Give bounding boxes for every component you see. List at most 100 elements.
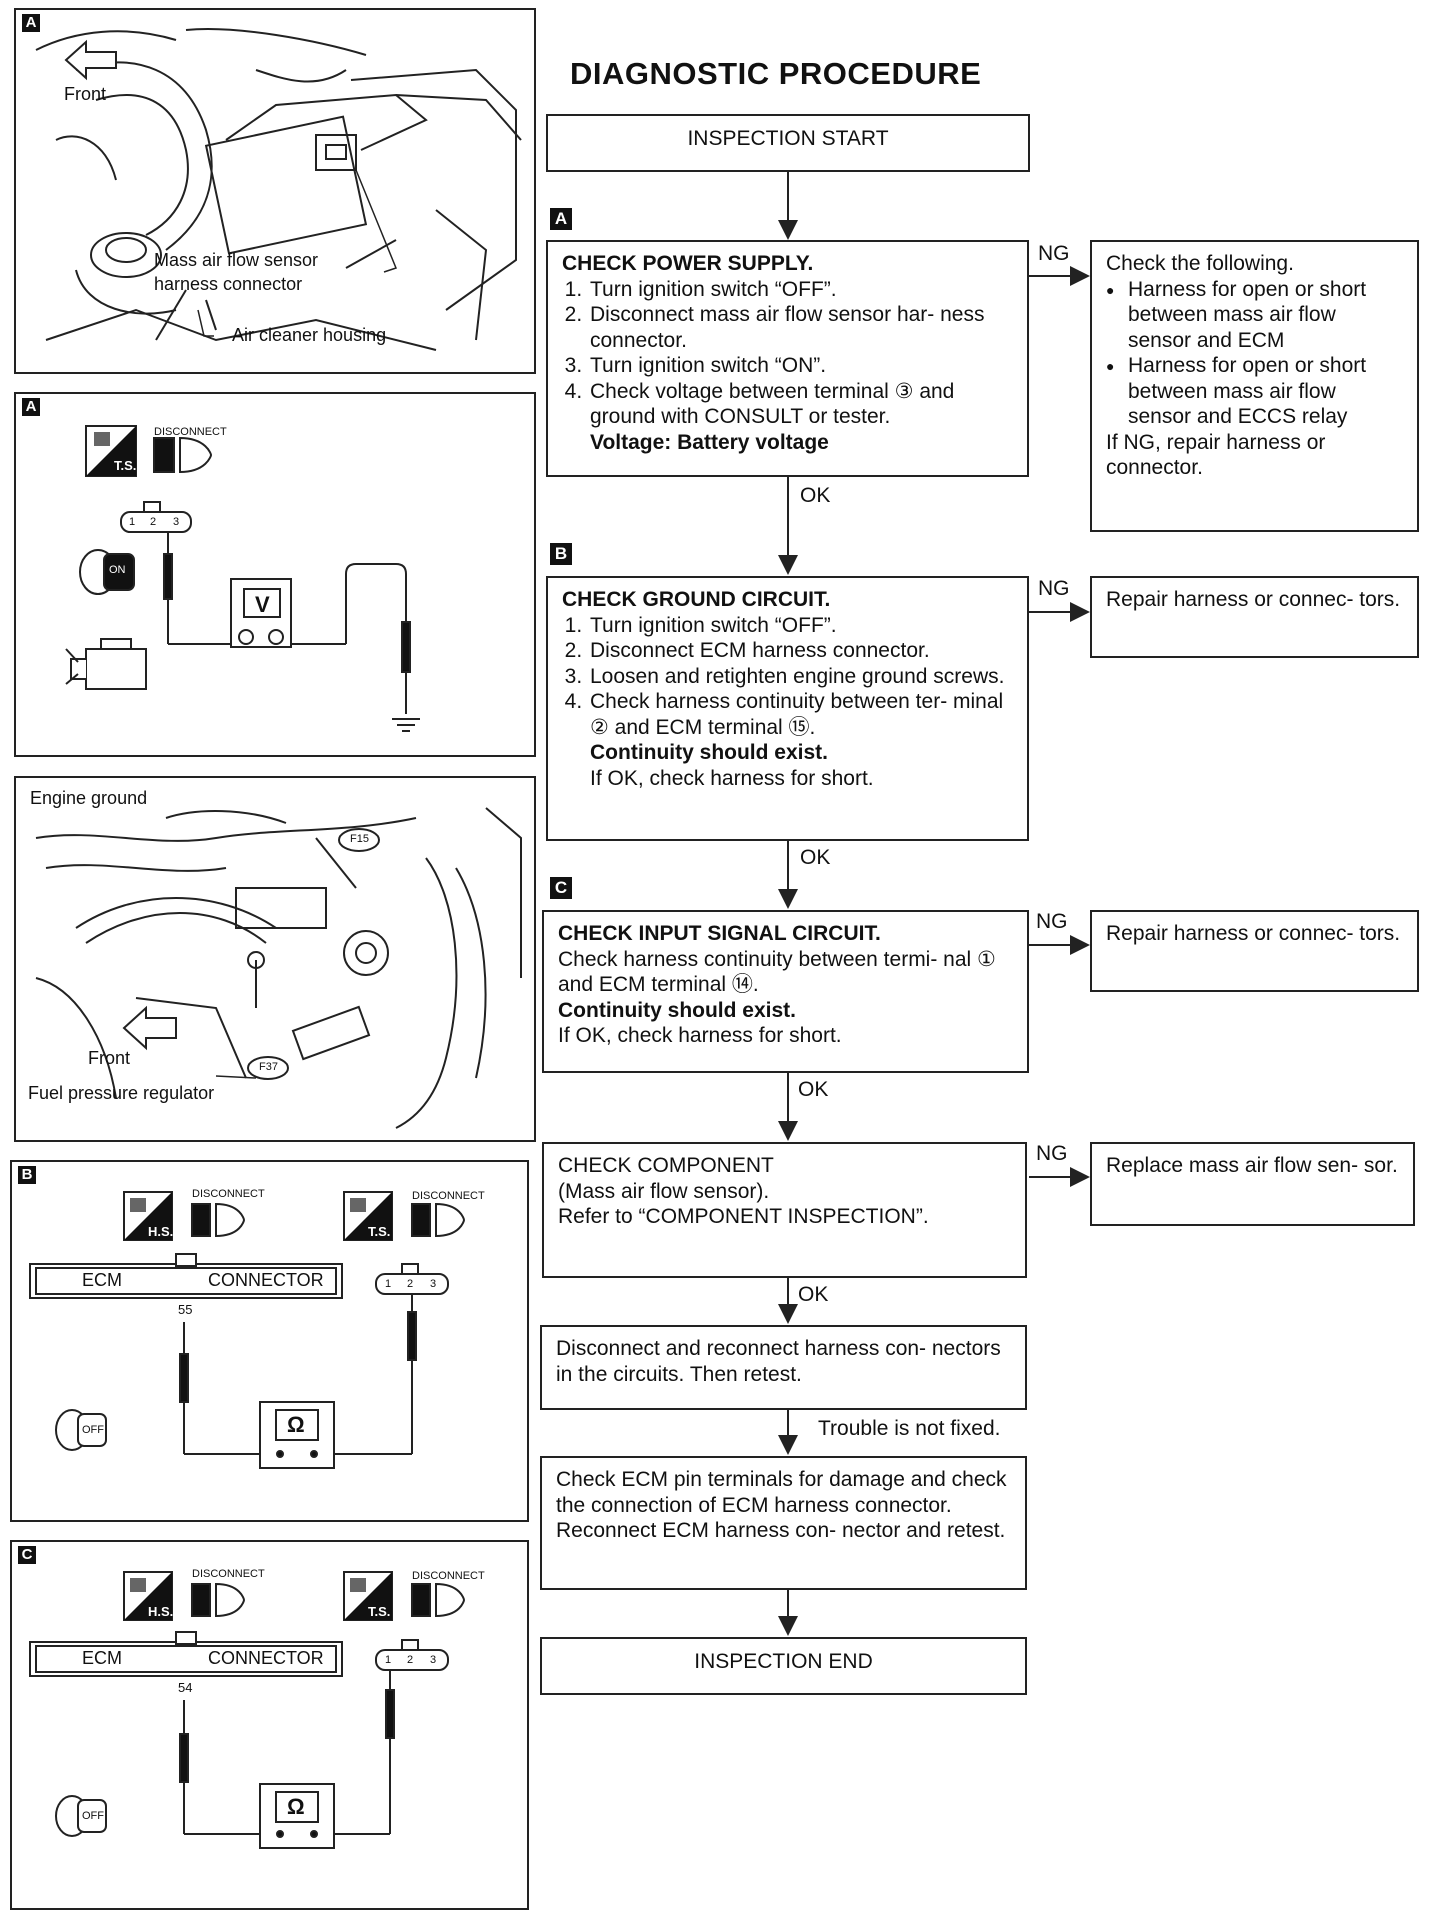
step-c-ng-label: NG [1036,910,1068,933]
list-item: Check harness continuity between ter- mi… [588,689,1013,791]
list-item: Turn ignition switch “OFF”. [588,613,1013,639]
meter-label: Ω [287,1794,305,1819]
step-b-heading: CHECK GROUND CIRCUIT. [562,588,831,611]
ecm-label: ECM [82,1648,122,1668]
disconnect-icon [191,1582,246,1618]
front-label: Front [64,84,107,104]
air-cleaner-label: Air cleaner housing [232,325,387,345]
panel-signal-check: C DISCONNECT DISCONNECT H.S. T.S. ECM CO… [10,1540,529,1910]
harness-connector-label: harness connector [154,274,303,294]
connector-pins [120,501,192,533]
connector-label: CONNECTOR [208,1270,324,1290]
step-d-line1: CHECK COMPONENT [558,1154,774,1177]
ignition-key-on-icon [79,549,135,595]
inspection-end-box: INSPECTION END [540,1637,1027,1695]
step-c-ng-box: Repair harness or connec- tors. [1090,910,1419,992]
wiring [179,1670,395,1835]
hs-label: H.S. [148,1224,174,1239]
f15-label: F15 [350,833,369,845]
panel-voltage-check: A DISCONNECT T.S. 1 2 3 ON V [14,392,536,757]
panel-tag: A [22,398,40,416]
list-item: Loosen and retighten engine ground screw… [588,664,1013,690]
pin-3: 3 [173,516,180,528]
ground-check-diagram [29,1191,466,1469]
step-c-box: CHECK INPUT SIGNAL CIRCUIT. Check harnes… [542,910,1029,1073]
connector-label: CONNECTOR [208,1648,324,1668]
wiring [163,532,420,732]
step-e-box: Disconnect and reconnect harness con- ne… [540,1325,1027,1410]
ts-label: T.S. [368,1604,391,1619]
page-title: DIAGNOSTIC PROCEDURE [570,56,982,91]
ts-icon [343,1191,393,1241]
step-a-ng-box: Check the following. Harness for open or… [1090,240,1419,532]
step-a-ng-label: NG [1038,242,1070,265]
step-a-box: CHECK POWER SUPPLY. Turn ignition switch… [546,240,1029,477]
hs-icon [123,1191,173,1241]
step-c-ok-label: OK [798,1078,829,1101]
pin-1: 1 [129,516,136,528]
list-item: Turn ignition switch “ON”. [588,353,1013,379]
pin-2: 2 [150,516,157,528]
step-d-line2: (Mass air flow sensor). [558,1179,770,1203]
list-item: Harness for open or short between mass a… [1106,277,1403,354]
fuel-regulator-label: Fuel pressure regulator [28,1083,215,1103]
step-b-ok-label: OK [800,846,831,869]
panel-tag: B [18,1166,36,1184]
hs-label: H.S. [148,1604,174,1619]
list-item: Turn ignition switch “OFF”. [588,277,1013,303]
trouble-label: Trouble is not fixed. [818,1417,1001,1440]
list-item: Check voltage between terminal ③ and gro… [588,379,1013,456]
disconnect-label: DISCONNECT [412,1570,485,1582]
ecm-label: ECM [82,1270,122,1290]
panel-ground-check: B DISCONNECT DISCONNECT H.S. T.S. ECM CO… [10,1160,529,1522]
ignition-key-off-icon [55,1795,107,1837]
step-b-spec: Continuity should exist. [590,741,829,764]
ts-icon [85,425,137,477]
meter-label: Ω [287,1412,305,1437]
signal-check-diagram [29,1571,466,1849]
ecm-connector [29,1253,343,1299]
disconnect-label: DISCONNECT [192,1188,265,1200]
step-c-tag: C [550,877,572,899]
disconnect-icon [191,1202,246,1238]
step-c-spec: Continuity should exist. [558,998,797,1022]
disconnect-label: DISCONNECT [192,1568,265,1580]
pin-1: 1 [385,1278,392,1290]
ng-box-outro: If NG, repair harness or connector. [1106,430,1326,480]
pin-1: 1 [385,1654,392,1666]
hs-icon [123,1571,173,1621]
inspection-start-box: INSPECTION START [546,114,1030,172]
maf-sensor-label: Mass air flow sensor [154,250,319,270]
panel-engine-ground: Engine ground F15 F37 Front Fuel pressur… [14,776,536,1142]
voltmeter-icon [230,578,292,648]
panel-maf-location: A Front Mass air flow sensor harness con… [14,8,536,374]
step-a-heading: CHECK POWER SUPPLY. [562,252,814,275]
engine-ground-drawing [35,807,522,1129]
ohmmeter-icon [259,1401,335,1469]
step-a-tag: A [550,208,572,230]
step-b-box: CHECK GROUND CIRCUIT. Turn ignition swit… [546,576,1029,841]
step-d-ok-label: OK [798,1283,829,1306]
step-d-box: CHECK COMPONENT (Mass air flow sensor). … [542,1142,1027,1278]
pin-2: 2 [407,1278,414,1290]
step-f-box: Check ECM pin terminals for damage and c… [540,1456,1027,1590]
terminal-number: 54 [178,1680,193,1695]
step-d-ng-box: Replace mass air flow sen- sor. [1090,1142,1415,1226]
step-d-line3: Refer to “COMPONENT INSPECTION”. [558,1205,929,1228]
ts-icon [343,1571,393,1621]
off-label: OFF [82,1810,104,1822]
list-item-text: Check harness continuity between ter- mi… [590,690,1004,739]
ng-box-intro: Check the following. [1106,252,1294,275]
ts-label: T.S. [114,458,137,473]
panel-tag: C [18,1546,36,1564]
list-item: Harness for open or short between mass a… [1106,353,1403,430]
disconnect-label: DISCONNECT [412,1190,485,1202]
ecm-connector [29,1631,343,1677]
step-c-note: If OK, check harness for short. [558,1024,842,1047]
f37-label: F37 [259,1061,278,1073]
step-b-note: If OK, check harness for short. [590,766,874,790]
step-c-heading: CHECK INPUT SIGNAL CIRCUIT. [558,922,881,945]
off-label: OFF [82,1424,104,1436]
step-b-ng-label: NG [1038,577,1070,600]
ohmmeter-icon [259,1783,335,1849]
